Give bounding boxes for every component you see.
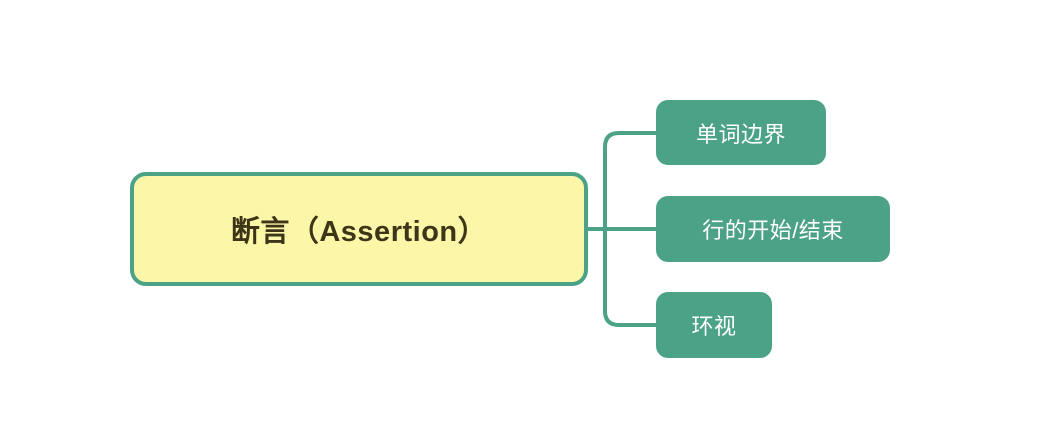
connector-branch-bottom: [603, 229, 656, 327]
child-node-label: 行的开始/结束: [702, 218, 844, 243]
child-node-lookaround[interactable]: 环视: [656, 292, 772, 358]
child-node-label: 环视: [691, 314, 737, 339]
root-node[interactable]: 断言（Assertion）: [130, 172, 588, 286]
child-node-label: 单词边界: [695, 121, 786, 147]
connector-branch-top: [603, 131, 656, 229]
child-node-line-start-end[interactable]: 行的开始/结束: [656, 196, 890, 262]
root-node-label: 断言（Assertion）: [230, 216, 488, 248]
child-node-word-boundary[interactable]: 单词边界: [656, 100, 826, 165]
